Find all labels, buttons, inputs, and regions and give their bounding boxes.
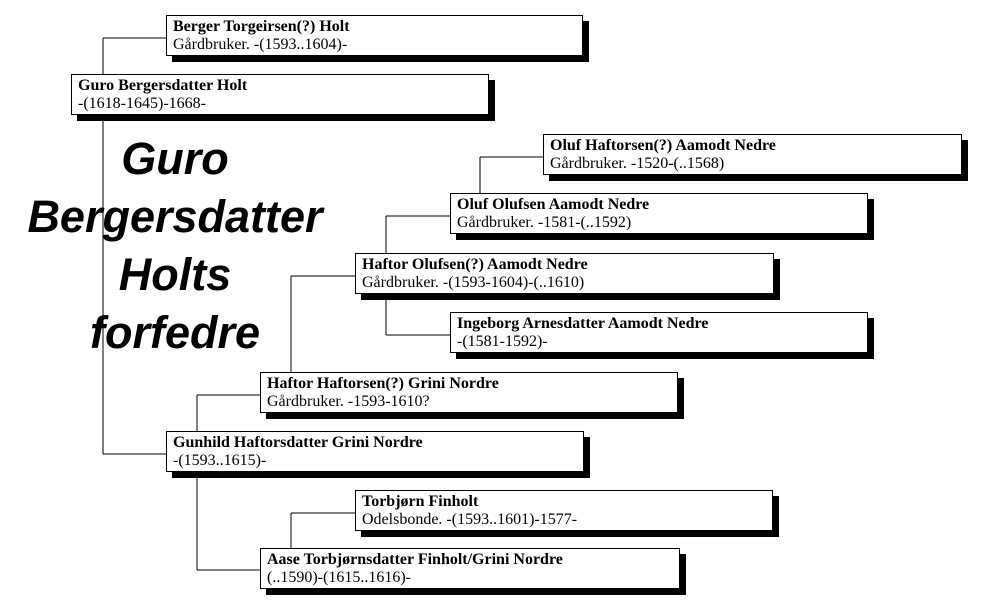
person-box-berger-torgeirsen-holt[interactable]: Berger Torgeirsen(?) Holt Gårdbruker. -(…	[166, 15, 583, 56]
person-box-oluf-olufsen-aamodt-nedre[interactable]: Oluf Olufsen Aamodt Nedre Gårdbruker. -1…	[450, 193, 868, 234]
person-detail: -(1618-1645)-1668-	[78, 95, 206, 112]
person-detail: Gårdbruker. -(1593-1604)-(..1610)	[362, 274, 585, 291]
person-box-haftor-haftorsen-grini-nordre[interactable]: Haftor Haftorsen(?) Grini Nordre Gårdbru…	[260, 372, 678, 413]
person-detail: Gårdbruker. -1520-(..1568)	[550, 155, 725, 172]
person-box-haftor-olufsen-aamodt-nedre[interactable]: Haftor Olufsen(?) Aamodt Nedre Gårdbruke…	[355, 253, 774, 294]
person-name: Ingeborg Arnesdatter Aamodt Nedre	[457, 315, 709, 332]
person-name: Gunhild Haftorsdatter Grini Nordre	[173, 434, 423, 451]
person-detail: (..1590)-(1615..1616)-	[267, 569, 411, 586]
person-detail: Gårdbruker. -(1593..1604)-	[173, 36, 348, 53]
person-box-gunhild-haftorsdatter-grini-nordre[interactable]: Gunhild Haftorsdatter Grini Nordre -(159…	[166, 431, 584, 472]
person-name: Aase Torbjørnsdatter Finholt/Grini Nordr…	[267, 551, 563, 568]
person-detail: Odelsbonde. -(1593..1601)-1577-	[362, 511, 578, 528]
person-box-ingeborg-arnesdatter-aamodt-nedre[interactable]: Ingeborg Arnesdatter Aamodt Nedre -(1581…	[450, 312, 868, 353]
person-box-torbjorn-finholt[interactable]: Torbjørn Finholt Odelsbonde. -(1593..160…	[355, 490, 773, 531]
title-line: Bergersdatter	[27, 191, 323, 242]
person-box-guro-bergersdatter-holt[interactable]: Guro Bergersdatter Holt -(1618-1645)-166…	[71, 74, 489, 115]
person-name: Oluf Olufsen Aamodt Nedre	[457, 196, 650, 213]
person-name: Haftor Olufsen(?) Aamodt Nedre	[362, 256, 588, 273]
person-detail: -(1581-1592)-	[457, 333, 548, 350]
chart-title: Guro Bergersdatter Holts forfedre	[10, 130, 340, 362]
person-box-aase-torbjornsdatter-finholt[interactable]: Aase Torbjørnsdatter Finholt/Grini Nordr…	[260, 548, 680, 589]
title-line: forfedre	[89, 307, 261, 358]
title-line: Guro	[121, 133, 229, 184]
person-name: Haftor Haftorsen(?) Grini Nordre	[267, 375, 499, 392]
title-line: Holts	[118, 249, 232, 300]
person-name: Berger Torgeirsen(?) Holt	[173, 18, 350, 35]
person-name: Torbjørn Finholt	[362, 493, 479, 510]
person-detail: -(1593..1615)-	[173, 452, 267, 469]
person-name: Oluf Haftorsen(?) Aamodt Nedre	[550, 137, 776, 154]
person-box-oluf-haftorsen-aamodt-nedre[interactable]: Oluf Haftorsen(?) Aamodt Nedre Gårdbruke…	[543, 134, 962, 175]
person-name: Guro Bergersdatter Holt	[78, 77, 248, 94]
person-detail: Gårdbruker. -1581-(..1592)	[457, 214, 632, 231]
person-detail: Gårdbruker. -1593-1610?	[267, 393, 430, 410]
